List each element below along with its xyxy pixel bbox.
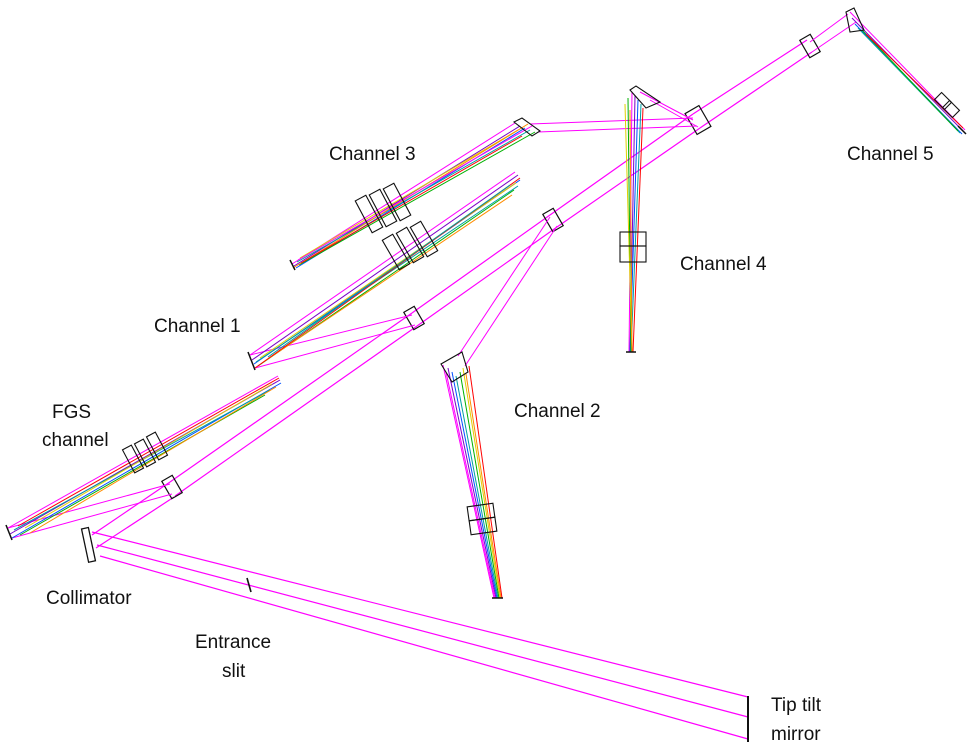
label-fgs-line2: channel xyxy=(42,430,109,451)
label-collimator: Collimator xyxy=(46,588,132,609)
channel-1-detector xyxy=(247,351,256,371)
fgs-channel-beam xyxy=(7,375,282,539)
channel-4-lens xyxy=(619,231,647,263)
channel-5-beam xyxy=(809,11,966,135)
front-end-beam xyxy=(91,481,749,740)
channel-3-fold-mirror xyxy=(512,117,541,137)
label-channel-4: Channel 4 xyxy=(680,254,767,275)
label-tiptilt-line1: Tip tilt xyxy=(771,695,822,716)
label-channel-2: Channel 2 xyxy=(514,401,601,422)
channel-5-detector xyxy=(957,125,967,135)
label-channel-1: Channel 1 xyxy=(154,316,241,337)
channel-2-beam xyxy=(442,216,558,599)
channel-2-lens xyxy=(466,502,498,536)
label-channel-5: Channel 5 xyxy=(847,144,934,165)
channel-4-beam xyxy=(624,91,699,353)
channel-5-fold-mirror xyxy=(845,7,865,33)
entrance-slit xyxy=(246,577,252,593)
channel-3-beam xyxy=(291,117,698,269)
label-entrance-line1: Entrance xyxy=(195,632,271,653)
fgs-detector xyxy=(5,524,13,541)
label-tiptilt-line2: mirror xyxy=(771,724,821,745)
channel-5-lens xyxy=(933,91,961,119)
collimator-mirror xyxy=(80,526,97,564)
channel-3-detector xyxy=(289,259,296,271)
channel-3-lens xyxy=(354,182,412,234)
channel-4-fold-mirror xyxy=(629,85,662,109)
label-fgs-line1: FGS xyxy=(52,402,91,423)
fgs-lens xyxy=(121,431,169,474)
main-relay-beam xyxy=(169,39,813,497)
channel-2-fold-mirror xyxy=(440,351,469,383)
label-entrance-line2: slit xyxy=(222,661,246,682)
label-channel-3: Channel 3 xyxy=(329,144,416,165)
channel-1-beam xyxy=(249,171,521,369)
dichroic-elements xyxy=(160,33,822,500)
channel-1-lens xyxy=(381,220,439,271)
